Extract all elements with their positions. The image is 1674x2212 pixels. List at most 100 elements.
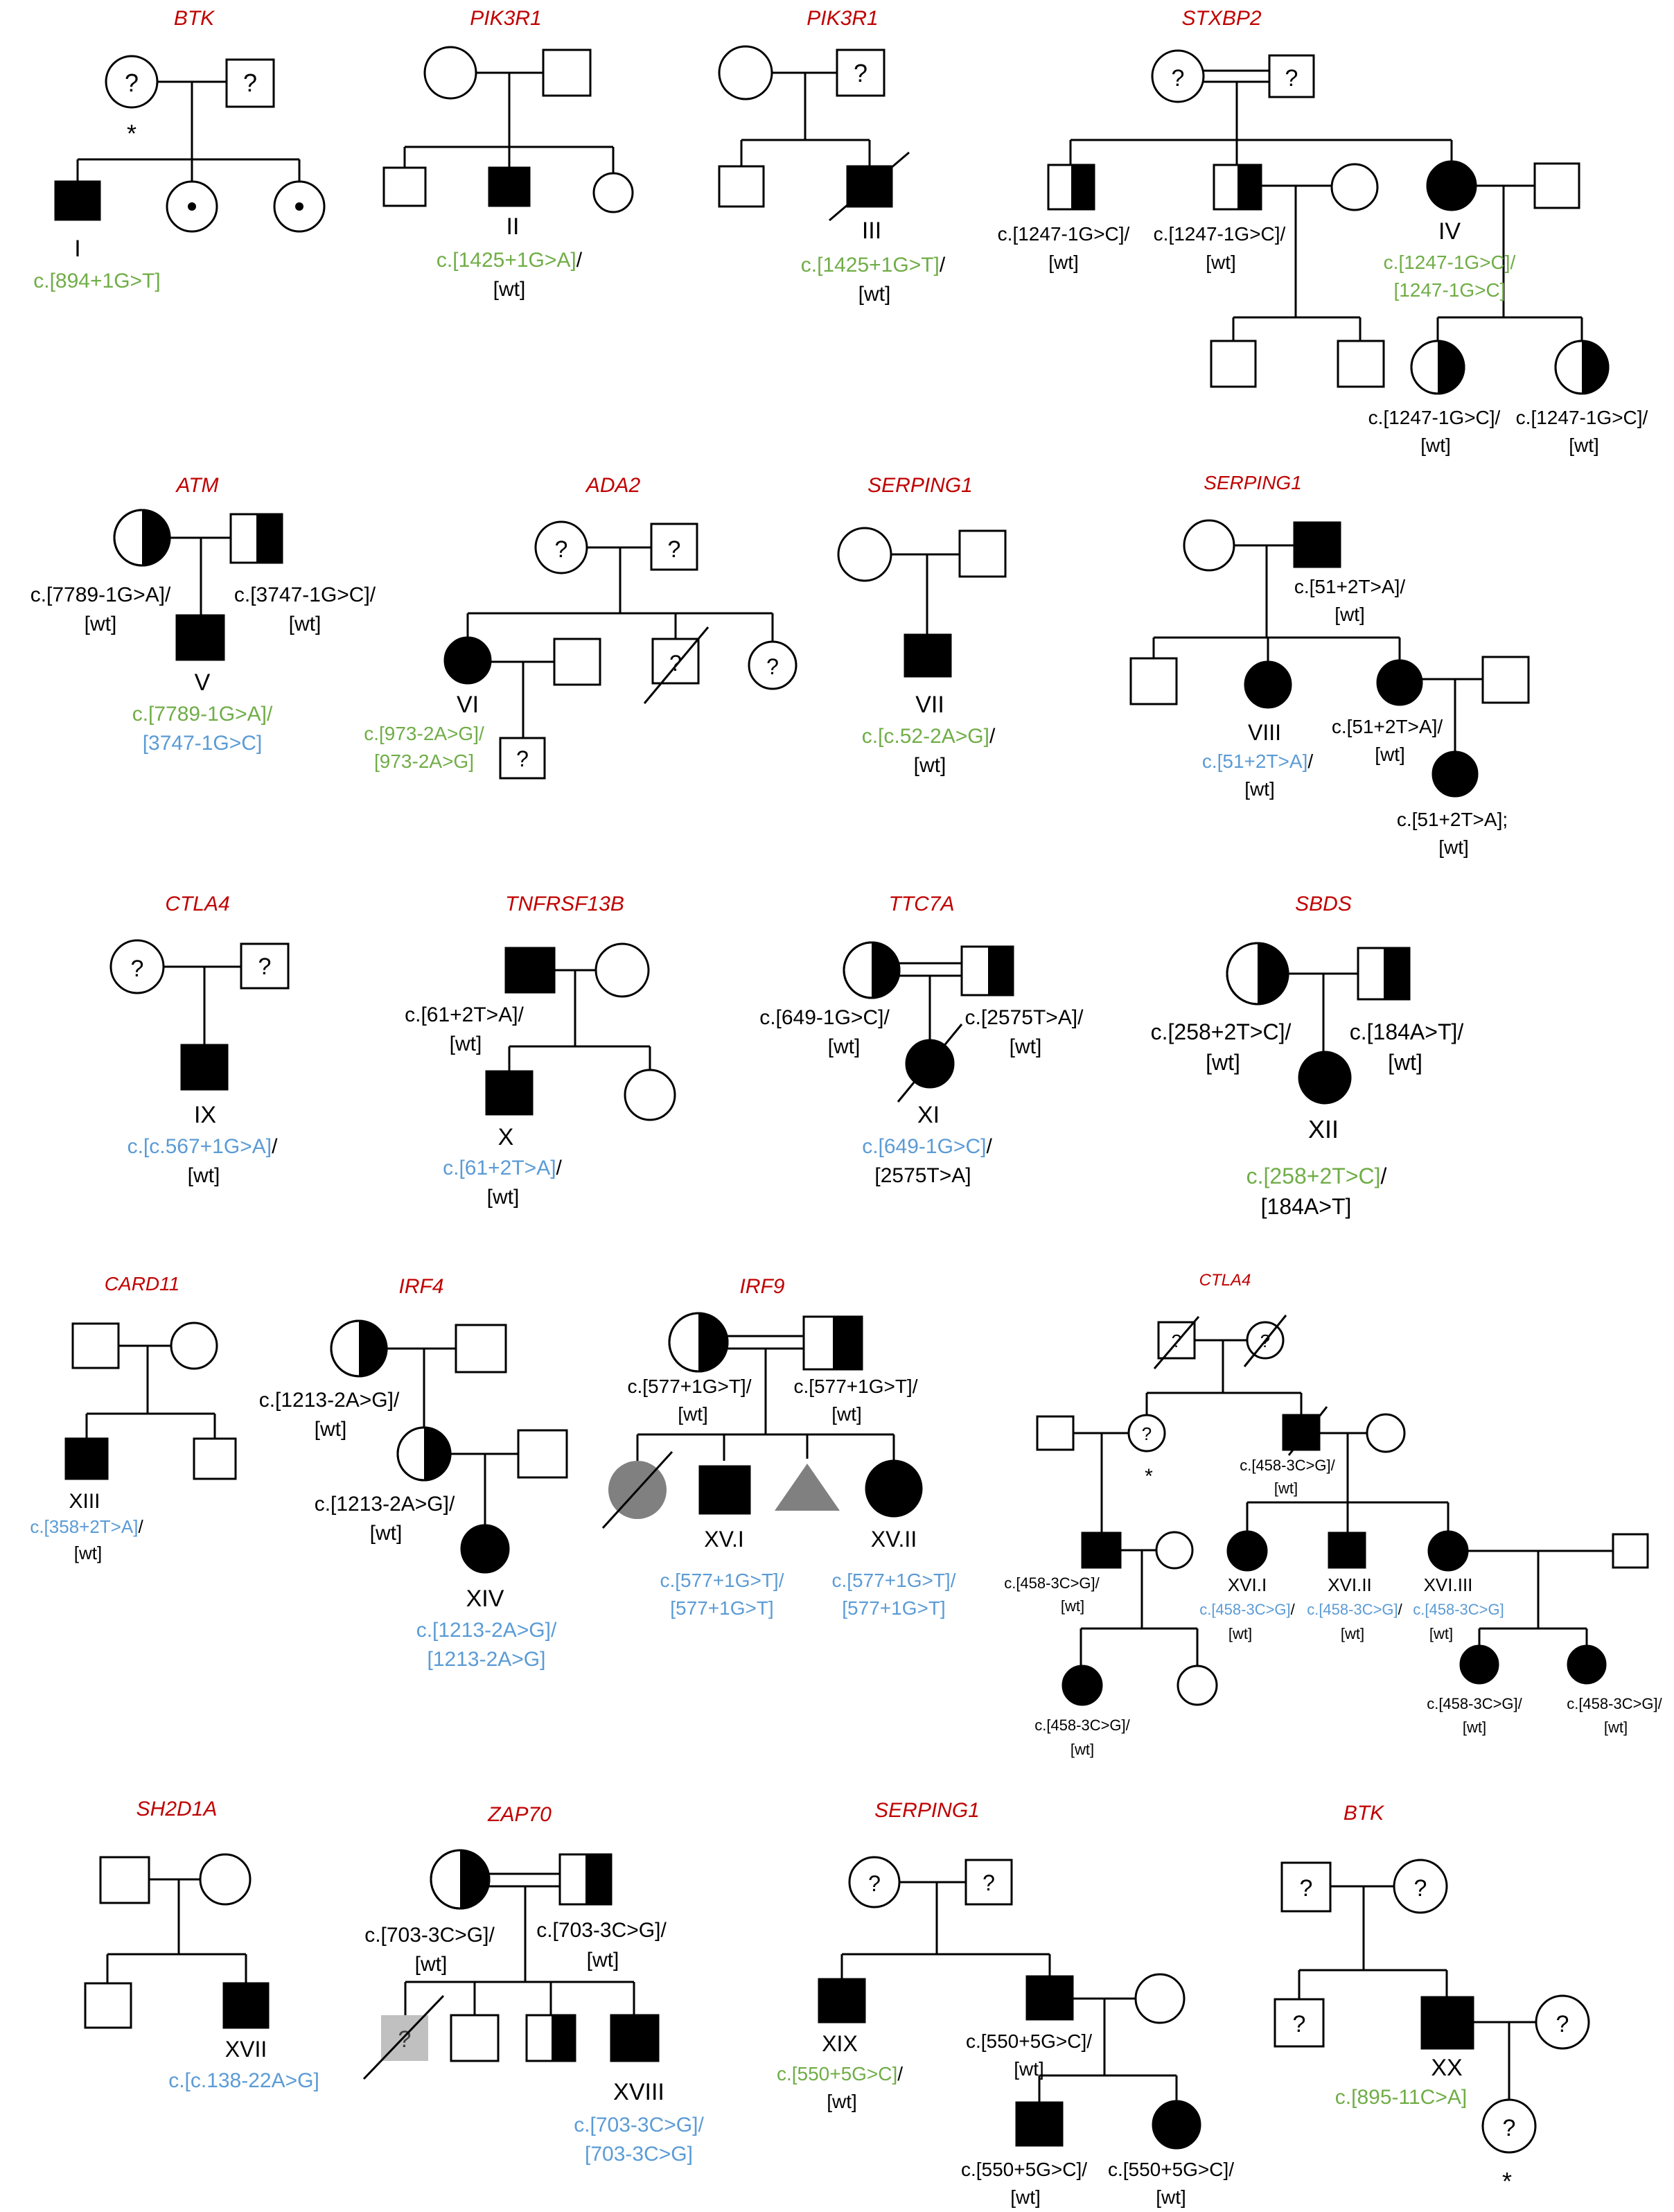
asterisk: * (127, 119, 136, 148)
variant: c.[61+2T>A]/ (443, 1157, 562, 1179)
unknown-mark: ? (1285, 65, 1298, 91)
variant: [wt] (587, 1949, 619, 1972)
gene-title: PIK3R1 (807, 7, 878, 30)
variant: c.[458-3C>G]/ (1240, 1457, 1335, 1474)
variant: c.[577+1G>T]/ (628, 1376, 752, 1397)
variant: [wt] (827, 2091, 857, 2112)
gene-title: SERPING1 (867, 474, 973, 497)
female-unknown (105, 55, 159, 109)
variant: c.[51+2T>A]/ (1332, 716, 1443, 737)
variant: c.[51+2T>A]/ (1294, 576, 1406, 597)
affected-female (443, 636, 492, 685)
variant: [wt] (1375, 744, 1405, 765)
variant: [wt] (914, 754, 946, 777)
variant: [973-2A>G] (374, 750, 474, 772)
variant: c.[458-3C>G]/ (1034, 1717, 1130, 1734)
female-unknown (1535, 1994, 1590, 2050)
affected-male (504, 947, 556, 994)
variant: [wt] (1061, 1597, 1084, 1615)
patient-label: VIII (1248, 720, 1281, 745)
variant: [wt] (1463, 1719, 1486, 1736)
pedigree-btk-1: BTK ? * ? I c.[894+1G>T] (33, 7, 326, 292)
male (1129, 657, 1178, 705)
female (594, 942, 650, 998)
variant: [wt] (1420, 434, 1451, 456)
variant: [wt] (1334, 604, 1365, 625)
male-unknown (836, 49, 886, 97)
affected-male (1293, 521, 1341, 568)
affected-male-deceased (1282, 1414, 1321, 1451)
unknown-mark: ? (243, 69, 257, 97)
variant: c.[577+1G>T]/ (660, 1570, 784, 1591)
female-unknown (748, 640, 798, 690)
male (718, 165, 765, 208)
variant: [wt] (493, 278, 526, 301)
unknown-mark: ? (983, 1870, 995, 1895)
variant: c.[1247-1G>C]/ (1384, 252, 1516, 273)
unknown-mark: ? (1556, 2011, 1569, 2037)
male (450, 2014, 500, 2062)
patient-label: VII (915, 692, 944, 718)
pedigree-pik3r1-a: PIK3R1 II c.[1425+1G>A]/ [wt] (382, 7, 634, 301)
variant: c.[258+2T>C]/ (1151, 1019, 1292, 1044)
variant: [wt] (85, 613, 117, 635)
patient-label: XVI.II (1328, 1574, 1372, 1595)
affected-female (1298, 1051, 1352, 1105)
affected-female (1426, 160, 1477, 211)
variant: c.[184A>T]/ (1350, 1019, 1464, 1044)
male (1210, 340, 1257, 388)
unknown-mark: ? (868, 1871, 881, 1896)
pregnancy-loss-grey (775, 1464, 840, 1511)
affected-male (54, 180, 101, 221)
variant: c.[703-3C>G]/ (536, 1919, 667, 1942)
variant: [wt] (1206, 1050, 1240, 1075)
asterisk: * (1145, 1465, 1153, 1488)
gene-title: BTK (1343, 1802, 1385, 1825)
male (84, 1982, 132, 2029)
variant: c.[51+2T>A]; (1397, 809, 1508, 830)
affected-male (904, 633, 952, 678)
variant: c.[550+5G>C]/ (777, 2063, 903, 2084)
variant: [wt] (289, 613, 321, 635)
affected-male (698, 1465, 751, 1515)
male (1337, 340, 1385, 388)
variant: [184A>T] (1261, 1194, 1352, 1219)
female (1330, 163, 1379, 211)
gene-title: SERPING1 (1204, 472, 1302, 493)
affected-female (1431, 750, 1479, 798)
pedigree-sbds: SBDS c.[258+2T>C]/ [wt] c.[184A>T]/ [wt]… (1151, 893, 1464, 1219)
pedigree-serping1-c: SERPING1 ? ? XIX c.[550+5G>C]/ [wt] c.[5… (777, 1799, 1234, 2208)
unknown-mark: ? (1300, 1875, 1313, 1902)
variant: c.[1247-1G>C]/ (1516, 407, 1648, 428)
female (624, 1069, 676, 1121)
female (199, 1853, 252, 1906)
male (1612, 1533, 1649, 1569)
variant: [wt] (1206, 252, 1236, 273)
variant: c.[550+5G>C]/ (1108, 2159, 1234, 2180)
affected-female (1376, 659, 1423, 706)
carrier-dot (295, 202, 303, 211)
female (1177, 1665, 1218, 1706)
female-unknown (1393, 1859, 1448, 1914)
patient-label: I (74, 236, 80, 262)
female (1366, 1413, 1406, 1453)
variant: c.[358+2T>A]/ (30, 1516, 143, 1537)
variant: c.[1247-1G>C]/ (1154, 223, 1286, 245)
variant: c.[61+2T>A]/ (405, 1003, 524, 1026)
variant: c.[1213-2A>G]/ (416, 1619, 557, 1642)
variant: [wt] (828, 1035, 861, 1058)
unknown-mark: ? (1414, 1875, 1427, 1902)
variant: [wt] (1228, 1625, 1252, 1642)
variant: c.[894+1G>T] (33, 270, 160, 292)
female (1155, 1531, 1194, 1570)
patient-label: XVI.III (1424, 1574, 1473, 1595)
female (1134, 1973, 1186, 2024)
male (1533, 162, 1580, 209)
gene-title: CTLA4 (165, 893, 229, 915)
gene-title: CARD11 (105, 1273, 179, 1294)
variant: [wt] (1341, 1625, 1364, 1642)
affected-female (1567, 1644, 1607, 1685)
unknown-mark: ? (766, 654, 779, 679)
variant: c.[577+1G>T]/ (832, 1570, 956, 1591)
